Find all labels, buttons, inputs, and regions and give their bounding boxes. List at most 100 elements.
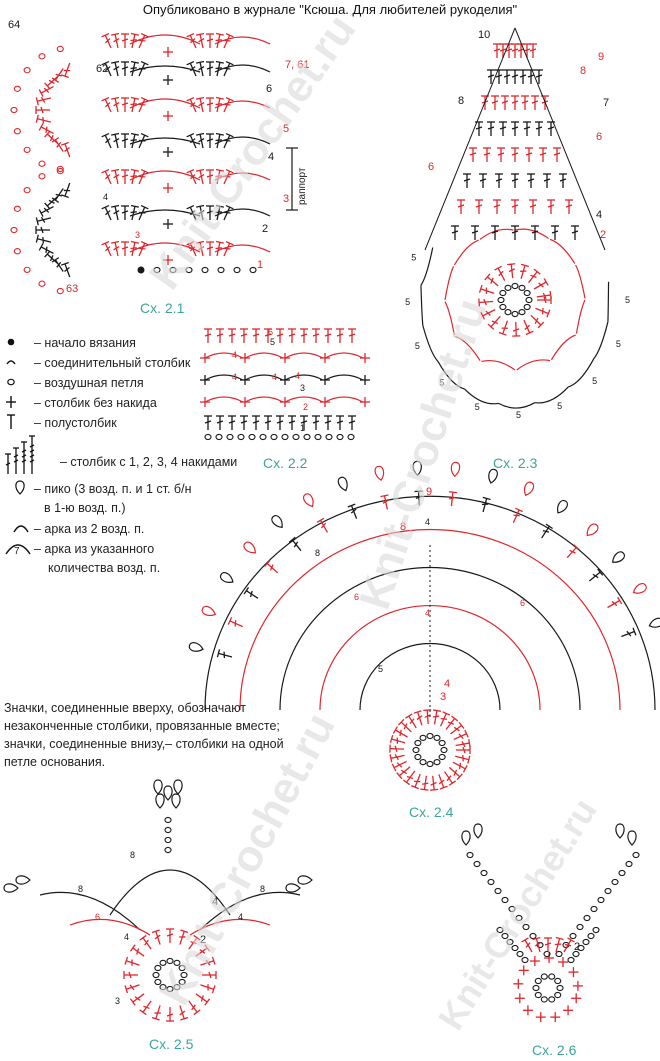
ring-chain	[414, 739, 422, 747]
leaf-stitch	[490, 225, 500, 241]
fan-stitch	[186, 96, 201, 115]
picot	[373, 464, 386, 482]
outer-arch	[534, 386, 569, 404]
leaf-stitch	[534, 69, 544, 85]
outer-arch	[464, 388, 499, 405]
fan-stitch	[551, 936, 565, 954]
leaf-stitch	[510, 199, 520, 215]
row-number: 2	[303, 402, 308, 412]
chain-arch	[204, 374, 244, 381]
fan-stitch	[120, 241, 130, 257]
round-stitch	[506, 263, 518, 280]
ring-chain	[511, 282, 519, 290]
picot	[173, 779, 183, 795]
round-arch	[516, 359, 551, 371]
round-sc	[567, 966, 580, 978]
leaf-stitch	[456, 199, 466, 215]
row-number: 6	[266, 83, 272, 95]
fan-stitch	[205, 133, 215, 149]
ring-chain	[554, 991, 562, 999]
edge-stitch	[35, 114, 53, 127]
leaf-stitch	[494, 69, 504, 85]
outer-arch	[420, 285, 424, 326]
fan-stitch	[110, 96, 123, 114]
arch-count: 5	[411, 253, 416, 263]
arch-count: 5	[625, 295, 630, 305]
single-crochet	[359, 352, 371, 364]
leaf-stitch	[492, 43, 502, 59]
legend-item-sc: – столбик без накида	[4, 392, 304, 412]
single-crochet	[162, 46, 174, 58]
chain-arch	[324, 396, 364, 403]
picot	[15, 875, 31, 885]
round-sc	[557, 956, 569, 968]
edge-chain	[23, 186, 31, 194]
picot	[297, 875, 313, 885]
chain-arch	[324, 374, 364, 381]
ring-chain	[426, 732, 434, 740]
edge-chain	[56, 45, 64, 53]
leaf-stitch	[510, 121, 520, 137]
row-number: 1	[257, 259, 263, 271]
round-sc	[512, 978, 524, 990]
legend-label: – воздушная петля	[34, 376, 144, 390]
chain-arch	[129, 209, 201, 217]
fan-stitch	[219, 32, 234, 51]
ring-chain	[548, 973, 556, 980]
leaf-stitch	[520, 95, 530, 111]
ring-chain	[523, 289, 531, 297]
ring-chain	[438, 753, 446, 761]
fan-stitch	[619, 627, 637, 641]
figure-label-2-4: Сх. 2.4	[409, 804, 454, 820]
chain-loop	[217, 266, 225, 274]
leaf-stitch	[486, 121, 496, 137]
leaf-stitch	[522, 121, 532, 137]
fan-arch	[279, 566, 581, 711]
ring-chain	[433, 758, 441, 766]
ring-chain	[534, 977, 542, 985]
round-stitch	[436, 711, 451, 729]
round-sc	[570, 992, 582, 1004]
edge-chain	[13, 248, 21, 255]
leaf-stitch	[498, 121, 508, 137]
leaf-stitch	[450, 225, 460, 241]
legend-label: – полустолбик	[34, 416, 117, 430]
arch-sample-count: 7	[14, 546, 20, 557]
big-arch	[109, 869, 231, 916]
fan-stitch	[110, 132, 123, 150]
repeat-label: раппорт	[297, 167, 308, 205]
chain-loop	[164, 846, 172, 854]
arm-chain	[521, 956, 529, 964]
row-number: 5	[283, 123, 289, 135]
round-stitch	[429, 709, 442, 726]
stitch	[347, 415, 357, 431]
arch-count: 5	[405, 297, 410, 307]
ring-chain	[523, 303, 531, 311]
chain-arch	[204, 352, 244, 359]
chain-loop	[201, 266, 209, 274]
chain-loop	[164, 836, 172, 844]
legend-item-slip: – соединительный столбик	[4, 352, 304, 372]
row-number: 1	[300, 423, 305, 433]
fan-stitch	[134, 96, 149, 115]
arch-count: 5	[616, 339, 621, 349]
fan-arch	[204, 495, 656, 711]
round-stitch	[531, 277, 549, 294]
leaf-stitch	[482, 147, 492, 163]
chain-arch	[284, 352, 324, 359]
arm-chain	[592, 926, 600, 934]
chain-arch	[214, 100, 271, 109]
fan-stitch	[195, 132, 208, 150]
arch-count: 4	[425, 608, 430, 618]
ring-chain	[499, 289, 507, 297]
leaf-stitch	[534, 121, 544, 137]
round-stitch	[151, 1003, 165, 1021]
leaf-stitch	[570, 225, 580, 241]
note-line: незаконченные столбики, провязанные вмес…	[4, 719, 280, 733]
leaf-stitch	[550, 225, 560, 241]
picot	[583, 521, 601, 539]
arch-count: 5	[592, 376, 597, 386]
fan-stitch	[531, 936, 545, 954]
leaf-outline	[424, 27, 606, 251]
arch-count: 5	[415, 341, 420, 351]
